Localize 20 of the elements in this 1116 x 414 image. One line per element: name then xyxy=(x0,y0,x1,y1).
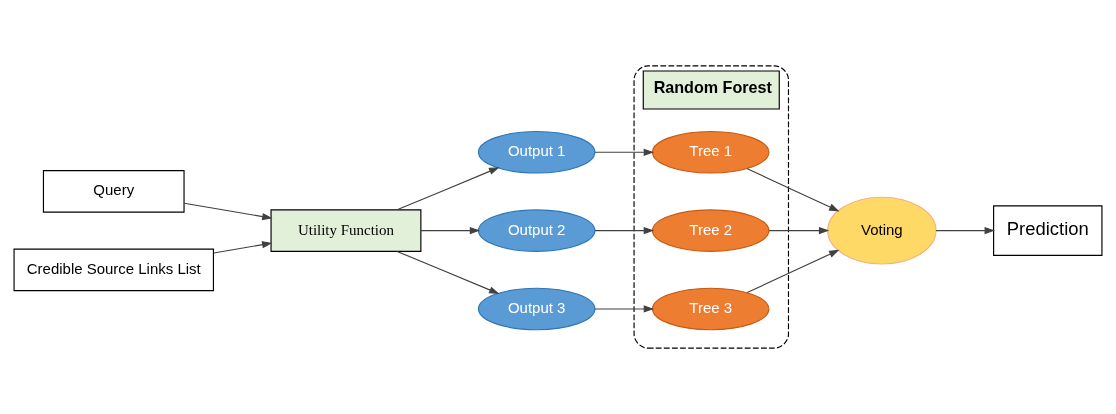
arrow xyxy=(768,227,830,235)
arrow xyxy=(935,227,995,235)
arrow xyxy=(746,168,840,212)
node-ellipse: Output 2 xyxy=(477,209,596,252)
node-box: Prediction xyxy=(993,205,1103,256)
arrow xyxy=(746,249,840,294)
arrow xyxy=(213,241,273,254)
node-ellipse: Tree 2 xyxy=(651,209,770,252)
arrow xyxy=(594,305,655,313)
node-box: Credible Source Links List xyxy=(13,248,214,292)
arrow xyxy=(396,167,500,211)
arrow xyxy=(396,250,500,294)
arrow xyxy=(594,148,655,156)
node-box: Query xyxy=(42,170,185,213)
node-box: Utility Function xyxy=(270,209,422,252)
arrow xyxy=(594,227,655,235)
node-ellipse: Tree 3 xyxy=(651,287,770,331)
arrow xyxy=(183,202,273,221)
arrow xyxy=(420,227,481,235)
node-ellipse: Tree 1 xyxy=(651,130,770,174)
